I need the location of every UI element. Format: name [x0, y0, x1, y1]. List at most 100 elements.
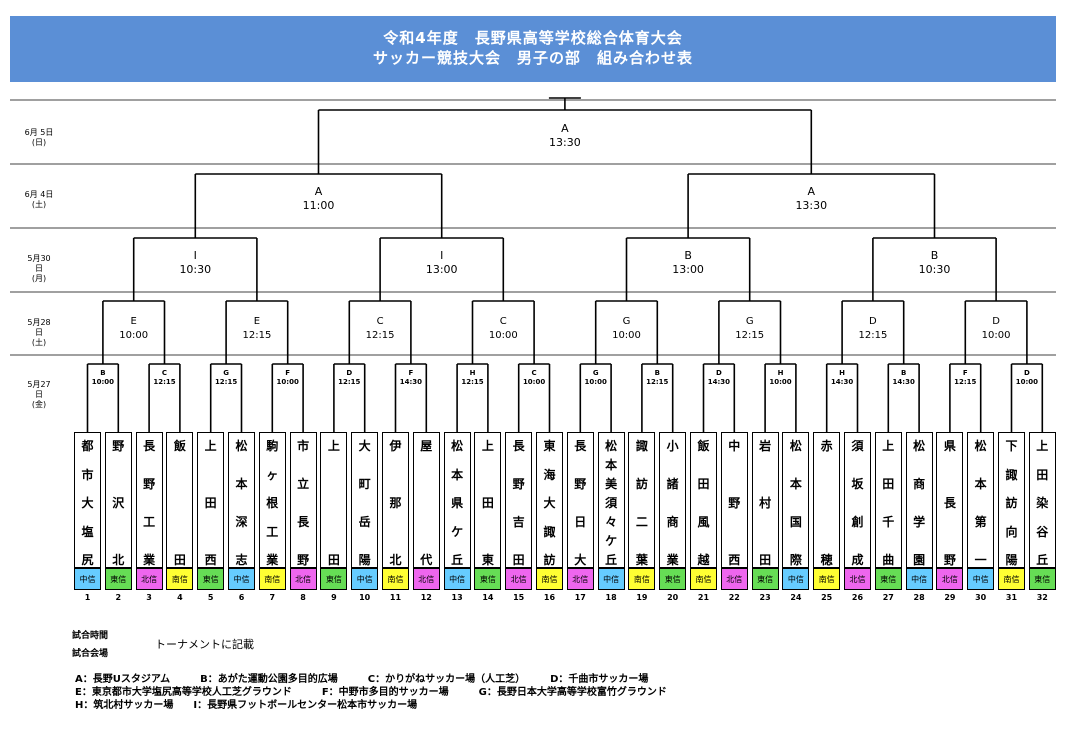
match-venue: G	[223, 369, 229, 377]
team-name-char: 上	[481, 439, 494, 453]
team-name-char: 野	[512, 477, 525, 491]
match-venue: A	[808, 185, 816, 198]
team-name-char: 向	[1005, 524, 1018, 539]
venue-legend-line-1: A：長野Uスタジアム B：あがた運動公園多目的広場 C：かりがねサッカー場（人工…	[75, 674, 649, 685]
match-time: 14:30	[708, 378, 730, 386]
match-venue: D	[716, 369, 722, 377]
match-time: 13:30	[549, 136, 581, 149]
team-number: 25	[821, 593, 833, 602]
team-name-char: 大	[574, 553, 587, 567]
team-number: 16	[543, 593, 556, 602]
region-badge: 南信	[690, 568, 717, 590]
team-name-char: 日	[574, 515, 587, 529]
team-name-char: 陽	[1005, 553, 1018, 567]
team-name-char: 県	[451, 496, 464, 510]
team-name-char: 屋	[420, 439, 433, 453]
team-name-char: 本	[605, 458, 618, 472]
team-name-char: 園	[913, 553, 926, 567]
date-text: 6月 4日	[24, 190, 54, 199]
team-name-box: 松本美須々ケ丘	[597, 432, 625, 568]
match-venue: B	[100, 369, 105, 377]
team-name-char: 北	[389, 553, 402, 567]
team-number: 12	[420, 593, 432, 602]
team-name-char: 野	[297, 553, 310, 567]
team-number: 23	[759, 593, 771, 602]
team-name-box: 県長野	[936, 432, 964, 568]
team-number: 22	[728, 593, 740, 602]
match-venue: B	[655, 369, 660, 377]
team-name-char: 松	[913, 439, 926, 453]
team-number: 10	[359, 593, 371, 602]
team-name-char: 穂	[820, 553, 833, 567]
team-name-box: 飯田風越	[690, 432, 717, 568]
team-name-char: 工	[143, 515, 156, 529]
team-name-char: 海	[543, 467, 556, 482]
match-time: 12:15	[242, 330, 271, 341]
team-number: 31	[1005, 593, 1018, 602]
date-label: 5月27日(金)	[24, 380, 54, 410]
team-name-char: 本	[789, 477, 802, 491]
match-time: 11:00	[303, 199, 335, 212]
team-name-box: 松本国際	[782, 432, 810, 568]
team-name-box: 上田千曲	[874, 432, 902, 568]
team-name-char: 本	[451, 467, 464, 482]
team-number: 13	[451, 593, 463, 602]
team-name-char: 飯	[697, 439, 710, 453]
team-number: 3	[146, 593, 152, 602]
team-name-char: 越	[697, 553, 710, 567]
team-name-char: 伊	[389, 439, 402, 453]
match-time-value: トーナメントに記載	[155, 638, 254, 651]
match-venue: C	[377, 316, 384, 327]
team-name-char: 曲	[882, 553, 895, 567]
team-number: 26	[851, 593, 864, 602]
region-badge: 南信	[998, 568, 1025, 590]
match-time: 12:15	[646, 378, 668, 386]
team-name-char: 訪	[635, 477, 648, 491]
team-name-char: 駒	[266, 439, 279, 453]
weekday-text: (土)	[31, 338, 47, 347]
date-text: 5月28日	[27, 318, 51, 337]
team-name-char: 商	[666, 515, 679, 529]
region-badge: 南信	[382, 568, 409, 590]
team-name-char: 第	[974, 515, 987, 529]
match-venue: I	[194, 249, 197, 262]
match-time: 10:30	[919, 263, 951, 276]
team-name-char: 大	[81, 496, 94, 510]
match-venue: C	[532, 369, 537, 377]
team-name-box: 長野工業	[135, 432, 163, 568]
match-time: 10:00	[92, 378, 114, 386]
team-name-box: 飯田	[166, 432, 194, 568]
team-name-char: 本	[974, 477, 987, 491]
match-time: 10:00	[612, 330, 641, 341]
team-name-box: 上田東	[474, 432, 502, 568]
team-number: 28	[913, 593, 925, 602]
team-name-char: 代	[420, 553, 433, 567]
team-name-char: 諸	[666, 477, 679, 491]
match-venue: H	[778, 369, 784, 377]
match-venue: F	[285, 369, 290, 377]
team-name-char: 村	[759, 496, 772, 510]
match-venue: D	[1024, 369, 1030, 377]
team-name-char: 風	[697, 515, 710, 529]
team-name-char: 葉	[635, 553, 648, 567]
team-name-char: 丘	[451, 553, 464, 567]
team-number: 2	[115, 593, 122, 602]
region-badge: 北信	[566, 568, 594, 590]
team-name-char: 上	[1036, 439, 1049, 453]
team-name-char: 田	[327, 553, 340, 567]
title-line-2: サッカー競技大会 男子の部 組み合わせ表	[372, 49, 693, 67]
team-name-char: 田	[882, 477, 895, 491]
team-name-char: 二	[635, 515, 648, 529]
team-name-char: 業	[266, 553, 279, 567]
team-name-char: 染	[1036, 496, 1049, 510]
team-name-box: 諏訪二葉	[628, 432, 656, 568]
team-name-char: 野	[143, 477, 156, 491]
region-badge: 東信	[104, 568, 132, 590]
team-name-char: 野	[112, 439, 125, 453]
match-venue: D	[346, 369, 352, 377]
match-venue: A	[315, 185, 323, 198]
date-text: 6月 5日	[24, 128, 54, 137]
region-badge: 北信	[505, 568, 533, 590]
region-badge: 中信	[597, 568, 625, 590]
team-name-char: 田	[173, 553, 186, 567]
